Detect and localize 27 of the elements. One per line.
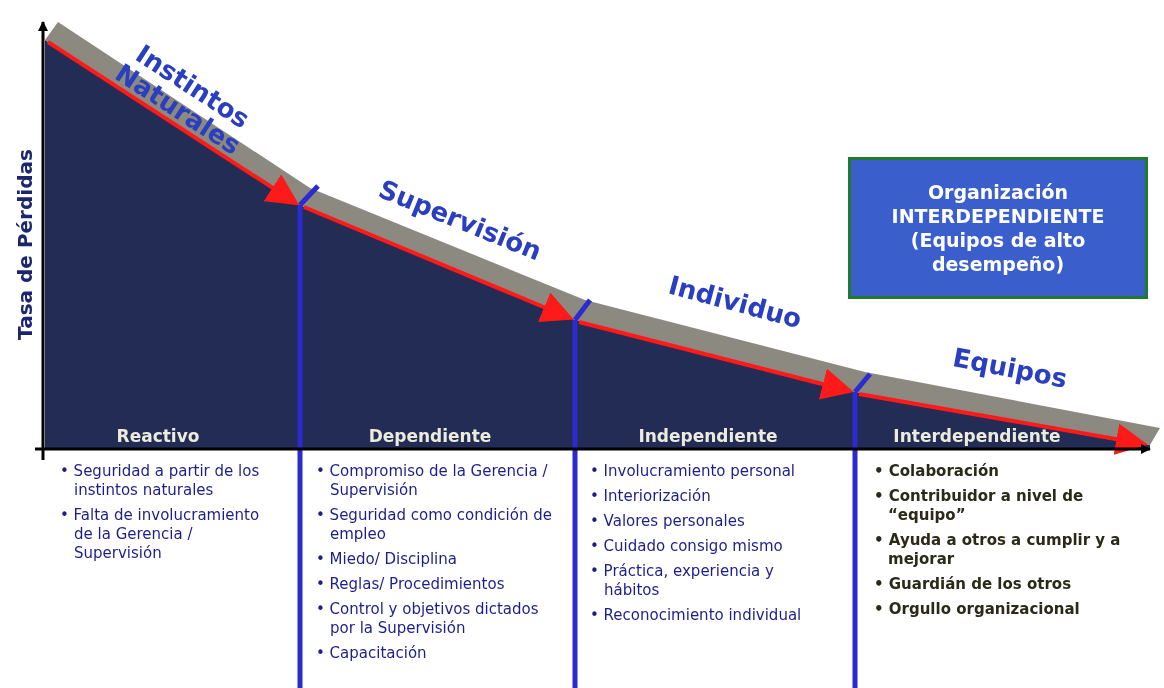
bullet-item: • Compromiso de la Gerencia / Supervisión xyxy=(316,462,549,500)
text-panel xyxy=(848,157,1148,299)
bullet-item: • Valores personales xyxy=(590,512,746,531)
bullet-item: • Capacitación xyxy=(316,644,428,663)
bullet-item: • Práctica, experiencia y hábitos xyxy=(590,562,775,600)
bullet-item: • Control y objetivos dictados por la Supervisión xyxy=(316,600,540,638)
stage-heading: Independiente xyxy=(637,426,779,446)
panel-text: Organización INTERDEPENDIENTE (Equipos de alto desempeño) xyxy=(890,180,1106,276)
bullet-item: • Guardián de los otros xyxy=(874,575,1073,594)
bullet-item: • Seguridad a partir de los instintos naturales xyxy=(60,462,261,500)
stage-heading: Reactivo xyxy=(115,426,201,446)
bullet-item: • Cuidado consigo mismo xyxy=(590,537,784,556)
stage-heading: Dependiente xyxy=(367,426,493,446)
bullet-item: • Involucramiento personal xyxy=(590,462,796,481)
bullet-item: • Ayuda a otros a cumplir y a mejorar xyxy=(874,531,1122,569)
bullet-item: • Orgullo organizacional xyxy=(874,600,1081,619)
bullet-item: • Seguridad como condición de empleo xyxy=(316,506,553,544)
bullet-item: • Reconocimiento individual xyxy=(590,606,803,625)
bullet-item: • Miedo/ Disciplina xyxy=(316,550,458,569)
bullet-item: • Reglas/ Procedimientos xyxy=(316,575,506,594)
stage-heading: Interdependiente xyxy=(892,426,1062,446)
bullet-item: • Contribuidor a nivel de “equipo” xyxy=(874,487,1085,525)
bullet-item: • Colaboración xyxy=(874,462,1000,481)
bullet-item: • Falta de involucramiento de la Gerencia / Supervisión xyxy=(60,506,261,563)
bullet-item: • Interiorización xyxy=(590,487,712,506)
stage-label: Equipos xyxy=(949,341,1071,396)
axis-label: Tasa de Pérdidas xyxy=(14,148,36,342)
